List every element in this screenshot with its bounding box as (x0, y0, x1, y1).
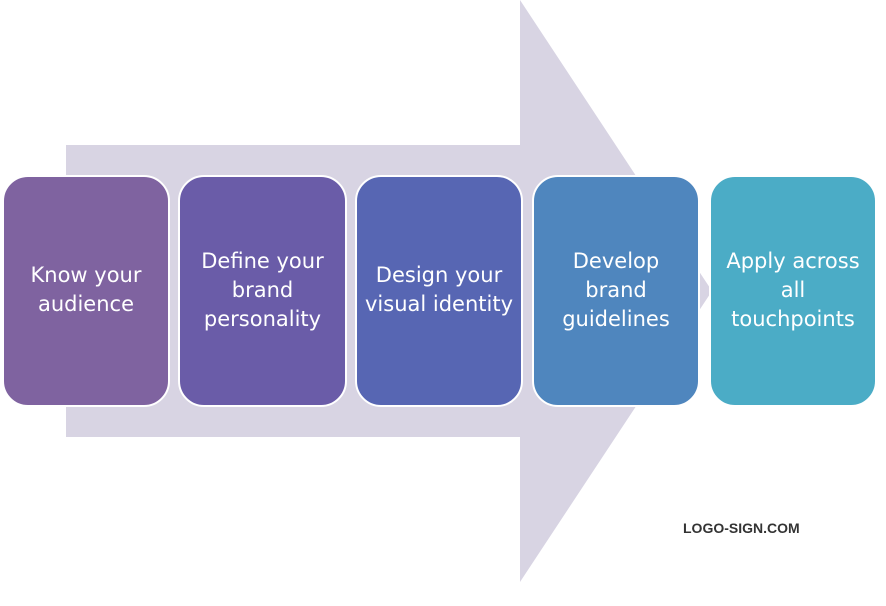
step-label: Design your visual identity (365, 263, 514, 316)
step-label: Develop brand guidelines (562, 248, 670, 331)
step-label: Apply across all touchpoints (726, 248, 860, 331)
step-know-audience: Know your audience (2, 175, 170, 407)
step-label: Know your audience (30, 263, 142, 316)
step-label: Define your brand personality (201, 248, 324, 331)
step-apply-touchpoints: Apply across all touchpoints (709, 175, 877, 407)
step-design-identity: Design your visual identity (355, 175, 523, 407)
step-define-personality: Define your brand personality (178, 175, 347, 407)
step-develop-guidelines: Develop brand guidelines (532, 175, 700, 407)
watermark: LOGO-SIGN.COM (683, 520, 800, 536)
